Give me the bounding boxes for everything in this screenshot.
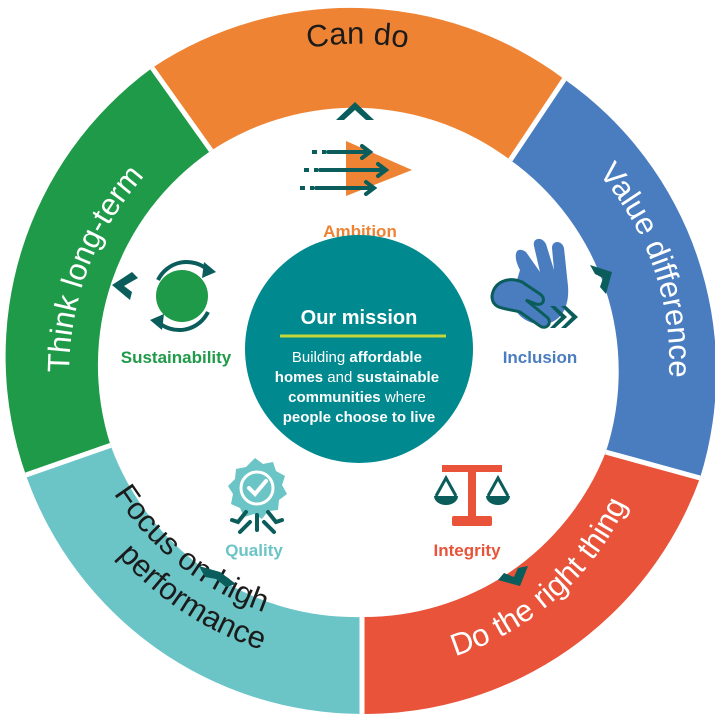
arrow-right-icon <box>590 265 612 294</box>
segment-do-the-right-thing <box>362 452 700 715</box>
segment-think-long-term <box>5 67 212 476</box>
integrity-icon <box>434 465 510 526</box>
value-label-integrity: Integrity <box>433 541 501 560</box>
arrow-down-left-icon <box>498 566 528 586</box>
arrow-left-icon <box>112 272 138 300</box>
ring-arrows <box>112 102 612 587</box>
ambition-icon <box>300 141 412 196</box>
value-label-inclusion: Inclusion <box>503 348 578 367</box>
value-label-ambition: Ambition <box>323 222 397 241</box>
value-label-quality: Quality <box>225 541 283 560</box>
mission-circle: Our mission Building affordable homes an… <box>245 235 473 463</box>
segment-focus-on-high-performance <box>25 445 363 714</box>
segment-can-do <box>152 7 565 160</box>
ring-label-can-do: Can do <box>304 16 411 55</box>
mission-text: Building affordable homes and sustainabl… <box>275 349 443 426</box>
quality-icon <box>228 458 287 534</box>
segment-value-difference <box>510 79 715 478</box>
arrow-down-right-icon <box>199 566 236 587</box>
inclusion-icon <box>490 238 578 329</box>
outer-ring <box>5 7 715 715</box>
arrow-up-icon <box>336 102 374 120</box>
sustainability-icon <box>150 259 216 333</box>
value-label-sustainability: Sustainability <box>121 348 232 367</box>
mission-title: Our mission <box>301 307 418 329</box>
